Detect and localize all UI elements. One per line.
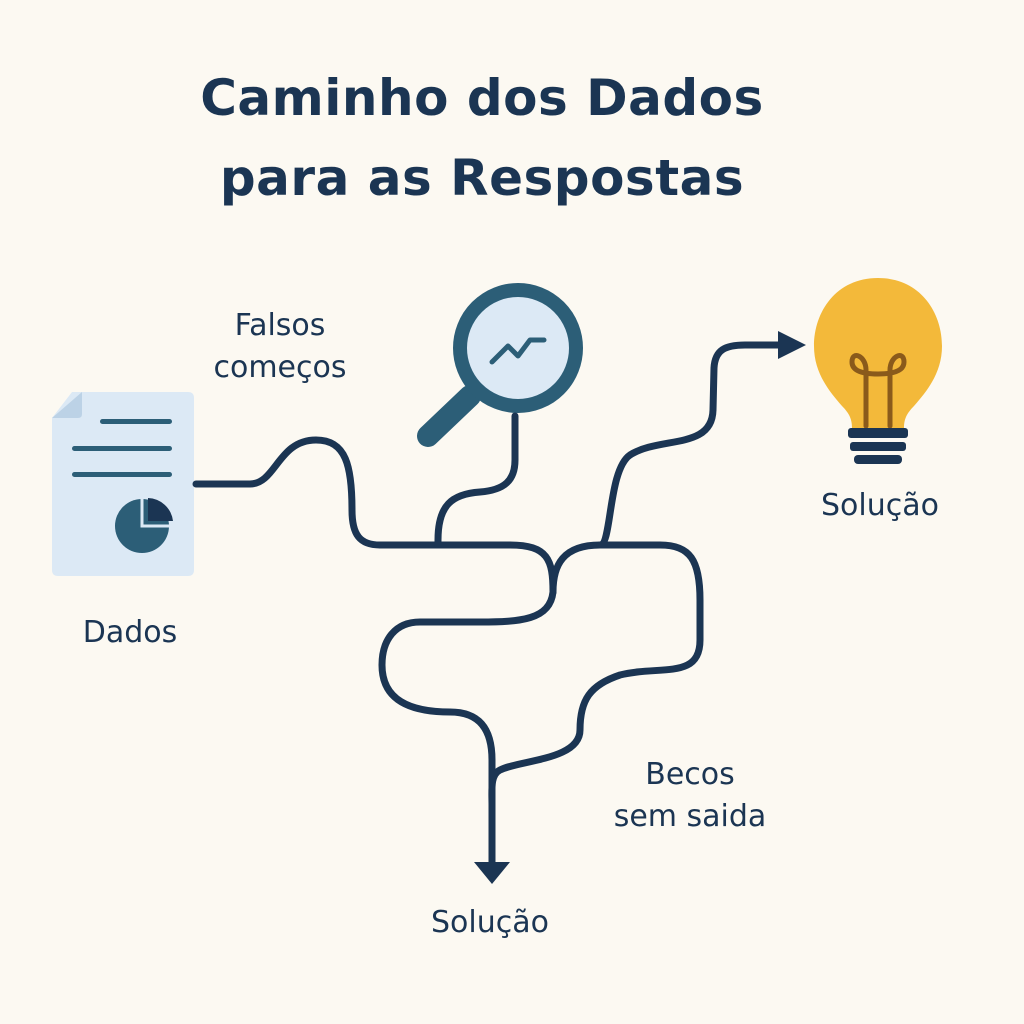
label-solucao-bottom: Solução [400,902,580,944]
label-becos-sem-saida: Becos sem saida [580,754,800,838]
document-icon [52,392,194,576]
label-dados-text: Dados [82,615,178,650]
label-falsos-line-1: Falsos [234,308,326,343]
label-falsos-line-2: começos [213,350,347,385]
path-to-solution-right [549,331,806,596]
label-becos-line-1: Becos [645,757,735,792]
arrow-bottom [474,862,510,884]
page-title: Caminho dos Dados para as Respostas [0,58,964,218]
path-left-loop [378,588,557,872]
magnifier-icon [417,283,583,447]
lightbulb-icon [814,278,942,464]
label-becos-line-2: sem saida [613,799,767,834]
label-solucao-bottom-text: Solução [431,905,549,940]
paths [192,331,806,872]
label-solucao-right: Solução [790,485,970,527]
path-magnifier-branch [434,412,519,549]
label-falsos-comecos: Falsos começos [185,305,375,389]
path-dados-to-junction [192,436,557,596]
title-line-1: Caminho dos Dados [200,69,764,127]
label-dados: Dados [50,612,210,654]
label-solucao-right-text: Solução [821,488,939,523]
title-line-2: para as Respostas [219,149,745,207]
path-right-loop [488,541,704,809]
